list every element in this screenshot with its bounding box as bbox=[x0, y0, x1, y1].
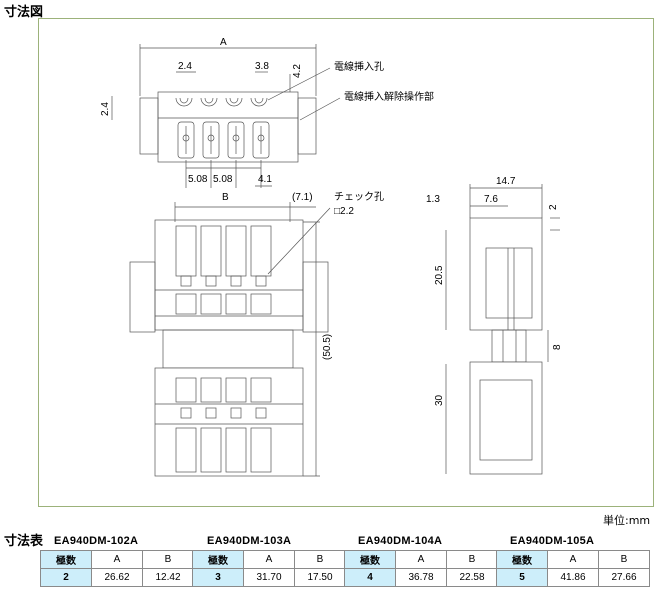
cell-b: 17.50 bbox=[294, 568, 346, 587]
table-heading: 寸法表 bbox=[4, 534, 44, 549]
dim-pitch2: 3.8 bbox=[255, 61, 269, 72]
model-name: EA940DM-103A bbox=[207, 535, 292, 547]
model-name: EA940DM-104A bbox=[358, 535, 443, 547]
contact-row-upper bbox=[175, 225, 272, 315]
dim-side-a: 1.3 bbox=[426, 194, 440, 205]
header-poles: 極数 bbox=[40, 550, 92, 569]
cell-a: 36.78 bbox=[395, 568, 447, 587]
cell-b: 12.42 bbox=[142, 568, 194, 587]
callout-check-hole: チェック孔 bbox=[334, 191, 384, 203]
side-view bbox=[445, 184, 560, 475]
callout-check-size: □2.2 bbox=[334, 206, 354, 217]
dim-side-b: 7.6 bbox=[484, 194, 498, 205]
header-a: A bbox=[547, 550, 599, 569]
header-b: B bbox=[598, 550, 650, 569]
header-b: B bbox=[294, 550, 346, 569]
callout-wire-hole: 電線挿入孔 bbox=[334, 60, 384, 73]
dim-side-width: 14.7 bbox=[496, 176, 516, 187]
header-poles: 極数 bbox=[192, 550, 244, 569]
cell-a: 31.70 bbox=[243, 568, 295, 587]
unit-label: 単位:mm bbox=[603, 514, 651, 527]
dim-pitch1: 2.4 bbox=[178, 61, 192, 72]
wire-hole-row bbox=[175, 97, 268, 107]
contact-row-lower bbox=[175, 377, 272, 473]
drawing-heading: 寸法図 bbox=[4, 5, 44, 20]
dim-A: A bbox=[220, 37, 227, 48]
dim-left: 2.4 bbox=[100, 102, 111, 116]
cell-a: 26.62 bbox=[91, 568, 143, 587]
cell-a: 41.86 bbox=[547, 568, 599, 587]
dim-B: B bbox=[222, 192, 229, 203]
cell-poles: 3 bbox=[192, 568, 244, 587]
cell-poles: 5 bbox=[496, 568, 548, 587]
dim-height: (50.5) bbox=[322, 334, 333, 360]
dim-side-e: 8 bbox=[552, 344, 563, 350]
front-view bbox=[129, 202, 331, 477]
cell-poles: 4 bbox=[344, 568, 396, 587]
release-slot-row bbox=[177, 121, 270, 159]
top-view bbox=[111, 44, 341, 188]
drawing-frame bbox=[38, 18, 654, 507]
cell-poles: 2 bbox=[40, 568, 92, 587]
dim-side-d: 20.5 bbox=[434, 265, 445, 285]
dim-side-c: 2 bbox=[548, 204, 559, 210]
dim-bottom2: 5.08 bbox=[213, 174, 233, 185]
cell-b: 27.66 bbox=[598, 568, 650, 587]
header-a: A bbox=[395, 550, 447, 569]
cell-b: 22.58 bbox=[446, 568, 498, 587]
dim-bottom3: 4.1 bbox=[258, 174, 272, 185]
header-b: B bbox=[142, 550, 194, 569]
header-poles: 極数 bbox=[344, 550, 396, 569]
dim-h: 4.2 bbox=[292, 64, 303, 78]
model-name: EA940DM-105A bbox=[510, 535, 595, 547]
dim-offset: (7.1) bbox=[292, 192, 313, 203]
model-name: EA940DM-102A bbox=[54, 535, 139, 547]
header-a: A bbox=[91, 550, 143, 569]
callout-release: 電線挿入解除操作部 bbox=[344, 90, 434, 103]
dim-bottom1: 5.08 bbox=[188, 174, 208, 185]
dim-side-f: 30 bbox=[434, 394, 445, 406]
header-poles: 極数 bbox=[496, 550, 548, 569]
header-a: A bbox=[243, 550, 295, 569]
header-b: B bbox=[446, 550, 498, 569]
